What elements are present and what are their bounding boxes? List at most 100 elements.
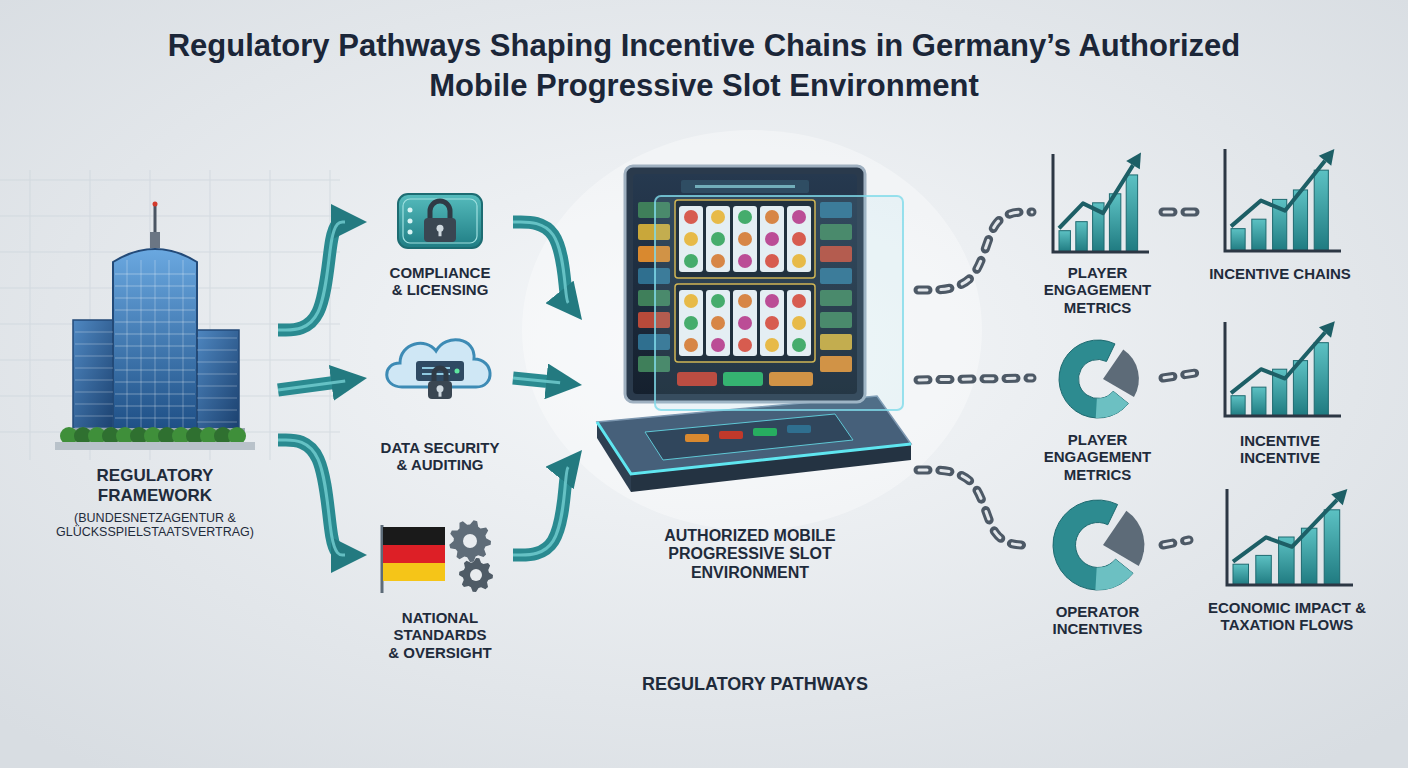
window-line <box>197 374 237 375</box>
trend-line <box>1233 500 1337 562</box>
grid-line <box>330 170 331 460</box>
chart-bar <box>1233 564 1249 585</box>
node-sublabel: (BUNDESNETZAGENTUR & GLÜCKSSPIELSTAATSVE… <box>35 511 275 540</box>
chart-bar <box>1252 219 1266 251</box>
main-tower <box>113 249 197 432</box>
flow-arrow <box>278 222 345 330</box>
chart-bar <box>1256 555 1272 585</box>
license-badge-inner <box>403 199 477 243</box>
gear <box>449 520 491 562</box>
pie-chart <box>1059 340 1139 418</box>
chain-link <box>1163 540 1189 545</box>
chart-bar <box>1324 510 1340 585</box>
antenna-base <box>150 232 160 248</box>
device-halo <box>522 130 982 530</box>
connector-group <box>513 222 568 303</box>
metric-node: PLAYER ENGAGEMENT METRICS <box>1035 150 1160 316</box>
chain-link <box>918 378 1032 380</box>
chart-axes <box>1225 149 1341 251</box>
chart-bar <box>1314 343 1328 416</box>
chain-link <box>918 212 1032 290</box>
badge-dot <box>408 208 413 213</box>
connector-group <box>278 222 345 330</box>
trend-line <box>1059 165 1133 228</box>
node-label: PLAYER ENGAGEMENT METRICS <box>1035 431 1160 483</box>
regulator-node: REGULATORY FRAMEWORK (BUNDESNETZAGENTUR &… <box>35 200 275 540</box>
connector-group <box>278 440 345 555</box>
lock-body <box>424 218 456 242</box>
arrow-highlight <box>513 467 568 555</box>
grid-line <box>270 170 271 460</box>
bars-icon <box>1215 145 1345 257</box>
incentive-node: INCENTIVE INCENTIVE <box>1205 318 1355 467</box>
window-line <box>197 362 237 363</box>
ground <box>55 442 255 450</box>
window-line <box>155 260 156 430</box>
bars-icon <box>1043 150 1153 258</box>
flag-stripe <box>383 527 445 545</box>
chain-link <box>918 470 1032 545</box>
chain-link-hole <box>918 212 1032 290</box>
node-label: PLAYER ENGAGEMENT METRICS <box>1035 264 1160 316</box>
window-line <box>197 338 237 339</box>
control-button <box>719 431 743 439</box>
lock-icon <box>370 190 510 252</box>
license-badge <box>398 194 482 248</box>
window-line <box>141 260 142 430</box>
flow-arrow <box>513 378 560 383</box>
connector-group <box>918 212 1032 290</box>
left-wing <box>73 320 115 432</box>
connector-group <box>513 378 560 383</box>
flow-arrow <box>513 467 568 555</box>
control-button <box>753 428 777 436</box>
lock-shackle <box>430 201 450 220</box>
grid-line <box>30 170 31 460</box>
node-label: INCENTIVE CHAINS <box>1209 265 1351 282</box>
node-label: REGULATORY FRAMEWORK <box>65 466 245 505</box>
chart-bar <box>1075 222 1086 252</box>
window-line <box>75 380 113 381</box>
arrow-highlight <box>513 378 560 383</box>
trend-line <box>1231 161 1325 227</box>
gear <box>459 558 493 592</box>
chain-link <box>1163 372 1202 378</box>
window-line <box>169 260 170 430</box>
arrow-highlight <box>278 222 345 330</box>
slot-icon <box>585 160 915 505</box>
flow-arrow <box>513 222 568 303</box>
screen-header-bar <box>695 185 795 188</box>
node-label: ECONOMIC IMPACT & TAXATION FLOWS <box>1192 599 1382 634</box>
chain-link-hole <box>1163 372 1202 378</box>
chart-bar <box>1126 175 1137 252</box>
pie-icon <box>1048 495 1148 595</box>
window-line <box>197 386 237 387</box>
grid-line <box>0 216 340 217</box>
pie-icon <box>1048 335 1148 423</box>
window-line <box>197 398 237 399</box>
node-label: DATA SECURITY & AUDITING <box>376 439 504 474</box>
trend-arrowhead <box>1319 316 1341 338</box>
lock-keyhole <box>439 228 442 236</box>
flag-stripe <box>383 545 445 563</box>
economic-node: ECONOMIC IMPACT & TAXATION FLOWS <box>1192 485 1382 634</box>
window-line <box>75 332 113 333</box>
chart-bar <box>1231 229 1245 251</box>
node-label: OPERATOR INCENTIVES <box>1035 603 1160 638</box>
diagram-title: Regulatory Pathways Shaping Incentive Ch… <box>129 26 1279 107</box>
screen-header <box>681 180 809 193</box>
bars-icon <box>1217 485 1357 591</box>
connector-group <box>1163 212 1202 213</box>
pathway-node: DATA SECURITY & AUDITING <box>370 325 510 474</box>
building-icon <box>55 200 255 452</box>
pathway-node: COMPLIANCE & LICENSING <box>370 190 510 299</box>
trend-arrowhead <box>1319 144 1341 166</box>
lock-shackle <box>434 368 446 383</box>
arrow-highlight <box>278 381 345 390</box>
right-wing <box>195 330 239 432</box>
window-line <box>75 344 113 345</box>
chart-axes <box>1225 322 1341 416</box>
slot-environment-node: AUTHORIZED MOBILE PROGRESSIVE SLOT ENVIR… <box>585 160 915 582</box>
arrow-highlight <box>513 222 568 303</box>
trend-line <box>1231 333 1325 394</box>
